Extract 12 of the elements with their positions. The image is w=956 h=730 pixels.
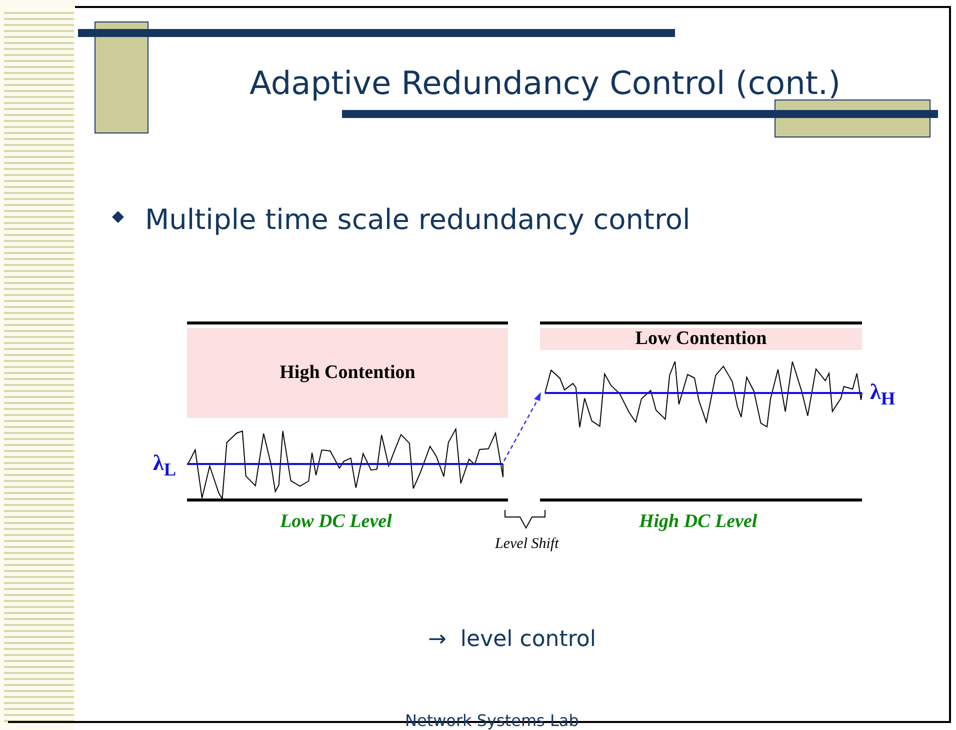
contention-band — [187, 328, 508, 418]
brace-caption: Level Shift — [495, 536, 559, 553]
band-label: High Contention — [280, 362, 416, 384]
bullet-text: Multiple time scale redundancy control — [145, 203, 690, 236]
contention-band — [540, 328, 862, 350]
level-symbol: λ$_{H}$ — [870, 379, 896, 410]
level-caption: High DC Level — [639, 511, 758, 533]
level-caption: Low DC Level — [280, 511, 392, 533]
band-label: Low Contention — [635, 328, 767, 350]
note-text: → level control — [428, 627, 596, 652]
level-symbol: λ$_{L}$ — [153, 450, 176, 480]
slide-title: Adaptive Redundancy Control (cont.) — [250, 64, 841, 102]
